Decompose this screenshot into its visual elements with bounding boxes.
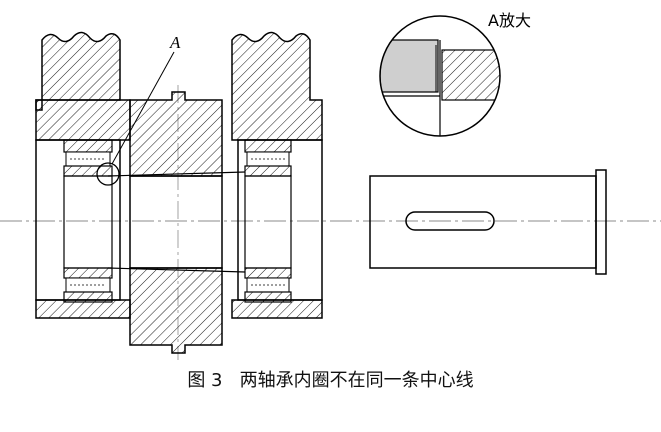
shaft-side-view bbox=[369, 169, 607, 275]
detail-view-title: A放大 bbox=[488, 11, 531, 30]
figure-number: 图 3 bbox=[187, 370, 223, 391]
detail-circle bbox=[96, 162, 120, 186]
figure-caption: 图 3 两轴承内圈不在同一条中心线 bbox=[0, 366, 661, 392]
keyway-slot bbox=[405, 211, 495, 231]
left-bearing bbox=[63, 139, 113, 303]
detail-marker-label: A bbox=[169, 33, 181, 52]
right-housing bbox=[231, 31, 323, 319]
detail-leader bbox=[111, 51, 175, 165]
detail-view bbox=[379, 15, 501, 137]
left-housing bbox=[35, 31, 131, 319]
right-bearing bbox=[244, 139, 292, 303]
figure-title: 两轴承内圈不在同一条中心线 bbox=[239, 370, 474, 391]
shaft bbox=[107, 91, 246, 354]
